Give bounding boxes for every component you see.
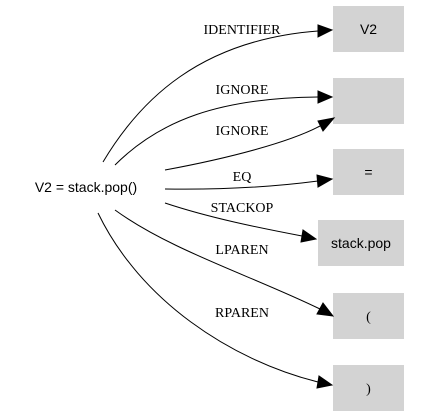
target-box-eq-rect (333, 149, 404, 195)
target-box-ignore (333, 78, 404, 124)
edge-ignore-2-path (164, 125, 321, 171)
target-box-lparen-rect (333, 293, 404, 339)
target-box-stackop-label: stack.pop (331, 235, 391, 251)
edge-ignore-2-arrowhead (317, 117, 336, 132)
target-box-eq: = (333, 149, 404, 195)
edge-stackop-arrowhead (300, 229, 318, 243)
edge-lparen: LPAREN (114, 209, 335, 317)
edge-eq-path (164, 180, 319, 190)
edge-ignore-1-path (114, 96, 319, 166)
edge-rparen-path (97, 212, 319, 383)
edge-rparen: RPAREN (97, 212, 334, 389)
target-box-lparen: ( (333, 293, 404, 339)
edge-ignore-1-arrowhead (317, 90, 334, 104)
edge-lparen-path (114, 209, 321, 310)
edge-identifier-path (102, 30, 319, 163)
edge-eq-label: EQ (233, 170, 252, 185)
target-box-identifier-rect (333, 6, 404, 52)
target-box-eq-label: = (364, 164, 372, 180)
edge-lparen-arrowhead (316, 302, 335, 317)
edge-identifier-arrowhead (317, 24, 334, 38)
edge-lparen-label: LPAREN (215, 243, 268, 258)
edge-identifier-label: IDENTIFIER (204, 23, 282, 38)
edge-eq-arrowhead (316, 174, 334, 188)
edge-identifier: IDENTIFIER (102, 23, 334, 163)
edge-ignore-2-label: IGNORE (216, 124, 269, 139)
edge-ignore-2: IGNORE (164, 117, 336, 171)
target-box-rparen-label: ) (366, 382, 371, 397)
edge-rparen-label: RPAREN (215, 306, 269, 321)
target-box-stackop-rect (318, 220, 404, 266)
target-box-identifier-label: V2 (360, 21, 377, 37)
target-box-lparen-label: ( (366, 310, 371, 325)
edge-eq: EQ (164, 170, 334, 190)
edge-stackop-label: STACKOP (211, 201, 274, 216)
edge-ignore-1-label: IGNORE (216, 83, 269, 98)
target-box-ignore-rect (333, 78, 404, 124)
target-box-identifier: V2 (333, 6, 404, 52)
edge-rparen-arrowhead (316, 375, 334, 389)
source-node-label: V2 = stack.pop() (35, 179, 137, 195)
target-box-stackop: stack.pop (318, 220, 404, 266)
edge-ignore-1: IGNORE (114, 83, 334, 166)
edge-stackop-path (164, 202, 303, 237)
edge-stackop: STACKOP (164, 201, 318, 243)
target-box-rparen-rect (333, 365, 404, 411)
target-box-rparen: ) (333, 365, 404, 411)
